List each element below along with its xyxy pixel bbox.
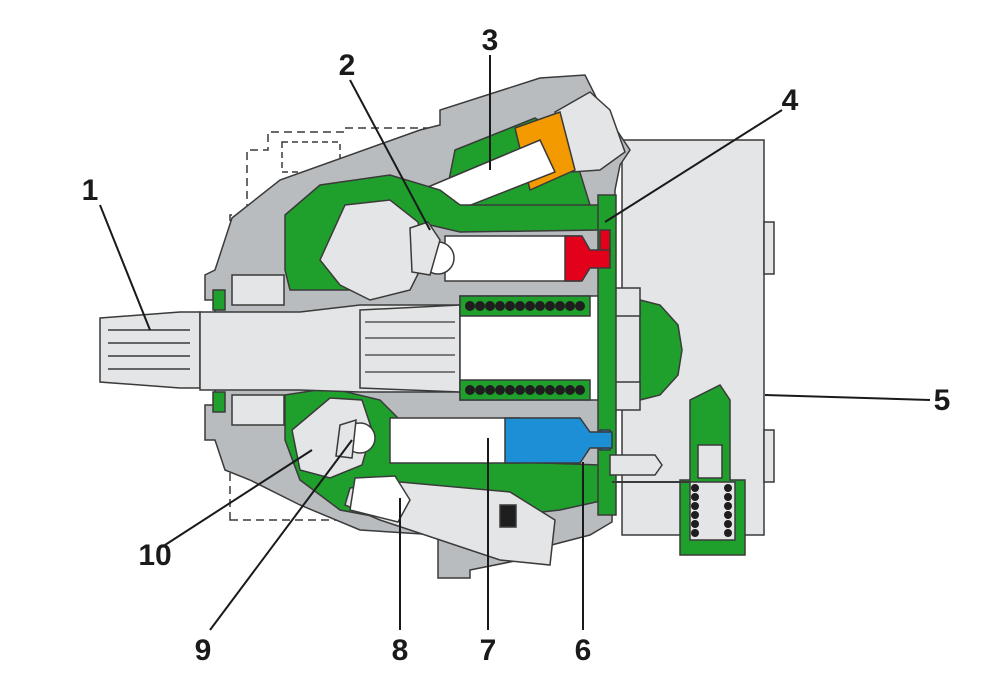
controller-spring-coil <box>691 529 699 537</box>
lower-piston-pressure <box>504 417 613 464</box>
spring-coil <box>545 385 555 395</box>
callout-6: 6 <box>575 634 592 667</box>
spring-coil <box>525 385 535 395</box>
cylinder-block-grooves <box>365 321 455 373</box>
callout-2: 2 <box>339 49 356 82</box>
callout-4: 4 <box>782 84 799 117</box>
callout-1: 1 <box>82 174 99 207</box>
callout-10: 10 <box>138 539 171 572</box>
leader-10 <box>164 449 313 546</box>
port-plate-tab-bottom <box>763 429 775 483</box>
upper-slipper <box>409 221 441 276</box>
leader-9 <box>209 439 353 631</box>
leader-5 <box>764 394 931 401</box>
callout-3: 3 <box>482 24 499 57</box>
controller-spring-coil <box>691 511 699 519</box>
drive-shaft-spline <box>99 311 201 389</box>
swashplate-upper <box>319 199 426 301</box>
controller-spring-coil <box>691 493 699 501</box>
center-spring <box>465 301 585 395</box>
leader-2 <box>349 79 431 231</box>
front-bearing-seal-top <box>212 289 226 311</box>
port-channel <box>609 454 663 476</box>
callout-7: 7 <box>480 634 497 667</box>
spring-coil <box>495 301 505 311</box>
front-bearing-seal-bottom <box>212 391 226 413</box>
leader-lines <box>99 55 931 631</box>
lower-slipper <box>335 418 357 459</box>
spring-coil <box>565 385 575 395</box>
controller-spring-coil <box>724 484 732 492</box>
spring-coil <box>535 301 545 311</box>
spring-coil <box>465 301 475 311</box>
controller-spring-coil <box>691 484 699 492</box>
spring-coil <box>475 385 485 395</box>
spring-coil <box>505 301 515 311</box>
spring-coil <box>495 385 505 395</box>
spring-coil <box>465 385 475 395</box>
controller-spring <box>691 484 732 537</box>
stroking-piston-rod <box>349 475 411 523</box>
spring-coil <box>555 385 565 395</box>
spring-coil <box>505 385 515 395</box>
controller-spring-coil <box>691 502 699 510</box>
spring-coil <box>525 301 535 311</box>
port-plate-tab-top <box>763 221 775 275</box>
controller-spool <box>697 444 723 479</box>
upper-piston <box>444 235 581 282</box>
controller-spring-coil <box>691 520 699 528</box>
spring-coil <box>535 385 545 395</box>
spring-coil <box>575 385 585 395</box>
controller-spring-coil <box>724 511 732 519</box>
callout-8: 8 <box>392 634 409 667</box>
spring-coil <box>555 301 565 311</box>
dashed-port-box <box>281 141 341 173</box>
spring-coil <box>575 301 585 311</box>
front-bearing-bottom <box>231 394 285 426</box>
controller-spring-coil <box>724 529 732 537</box>
controller-spring-coil <box>724 502 732 510</box>
spring-coil <box>545 301 555 311</box>
spring-coil <box>485 301 495 311</box>
spring-coil <box>565 301 575 311</box>
spring-coil <box>475 301 485 311</box>
spring-coil <box>515 301 525 311</box>
spring-coil <box>515 385 525 395</box>
callout-9: 9 <box>195 634 212 667</box>
stroking-piston-seal <box>499 504 517 528</box>
rear-cap-green <box>639 299 683 401</box>
spring-coil <box>485 385 495 395</box>
controller-spring-coil <box>724 493 732 501</box>
controller-spring-coil <box>724 520 732 528</box>
controller-spring-housing <box>689 481 736 541</box>
callout-5: 5 <box>934 384 951 417</box>
lower-piston <box>389 417 521 464</box>
front-bearing-top <box>231 274 285 306</box>
cylinder-block-spline <box>359 304 461 393</box>
leader-1 <box>99 204 151 331</box>
leader-4 <box>604 109 783 223</box>
upper-piston-pressure <box>564 235 611 282</box>
